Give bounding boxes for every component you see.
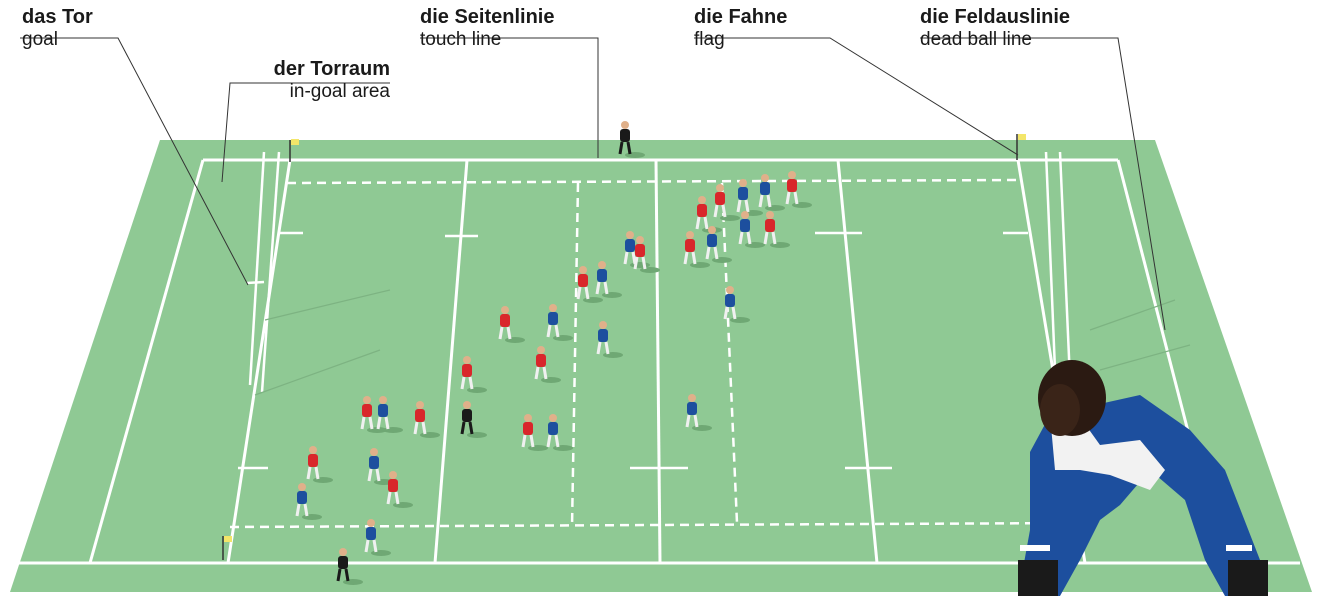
label-in-goal-de: der Torraum bbox=[273, 58, 390, 80]
flag-icon bbox=[1018, 134, 1026, 140]
player-figure bbox=[685, 394, 712, 431]
player-figure bbox=[633, 236, 660, 273]
label-flag: die Fahne flag bbox=[694, 6, 787, 51]
label-touch-line-en: touch line bbox=[420, 29, 502, 50]
player-figure bbox=[758, 174, 785, 211]
try-line-left bbox=[226, 159, 292, 564]
10m-line-left bbox=[570, 182, 580, 528]
label-flag-en: flag bbox=[694, 29, 725, 50]
players bbox=[295, 121, 812, 585]
player-figure bbox=[713, 184, 740, 221]
player-figure bbox=[763, 211, 790, 248]
player-figure bbox=[306, 446, 333, 483]
22m-line-left bbox=[433, 159, 469, 564]
player-figure bbox=[413, 401, 440, 438]
player-figure bbox=[695, 196, 722, 233]
player-figure bbox=[360, 396, 387, 433]
label-touch-line-de: die Seitenlinie bbox=[420, 6, 555, 28]
22m-line-right bbox=[836, 159, 879, 564]
player-figure bbox=[738, 211, 765, 248]
player-figure bbox=[546, 414, 573, 451]
player-figure bbox=[460, 356, 487, 393]
player-figure bbox=[546, 304, 573, 341]
label-dead-ball-line-en: dead ball line bbox=[920, 29, 1032, 50]
player-figure bbox=[723, 286, 750, 323]
label-in-goal-en: in-goal area bbox=[289, 81, 390, 102]
halfway-line bbox=[654, 159, 662, 564]
field-surface bbox=[10, 140, 1312, 592]
player-figure bbox=[364, 519, 391, 556]
10m-line-right bbox=[720, 182, 739, 524]
label-goal: das Tor goal bbox=[22, 6, 93, 51]
player-figure bbox=[683, 231, 710, 268]
player-figure bbox=[498, 306, 525, 343]
goal-posts-right bbox=[1044, 151, 1191, 381]
label-goal-de: das Tor bbox=[22, 6, 93, 28]
player-figure bbox=[386, 471, 413, 508]
player-figure bbox=[336, 548, 363, 585]
player-figure bbox=[376, 396, 403, 433]
player-figure bbox=[521, 414, 548, 451]
corner-flags bbox=[222, 134, 1026, 560]
label-goal-en: goal bbox=[22, 29, 58, 50]
hash-marks bbox=[238, 231, 1028, 470]
player-figure bbox=[595, 261, 622, 298]
dead-ball-line-left bbox=[88, 159, 205, 564]
player-figure bbox=[576, 266, 603, 303]
player-figure bbox=[596, 321, 623, 358]
player-figure bbox=[785, 171, 812, 208]
player-figure bbox=[705, 226, 732, 263]
player-figure bbox=[618, 121, 645, 158]
label-dead-ball-line: die Feldauslinie dead ball line bbox=[920, 6, 1070, 51]
goal-posts-left bbox=[246, 151, 391, 396]
player-figure bbox=[460, 401, 487, 438]
5m-line-far bbox=[286, 178, 1021, 185]
leader-lines bbox=[20, 37, 1166, 331]
label-flag-de: die Fahne bbox=[694, 6, 788, 28]
foreground-player-figure bbox=[1018, 360, 1268, 596]
flag-icon bbox=[224, 536, 232, 542]
label-dead-ball-line-de: die Feldauslinie bbox=[920, 6, 1071, 28]
player-figure bbox=[295, 483, 322, 520]
player-figure bbox=[534, 346, 561, 383]
flag-icon bbox=[291, 139, 299, 145]
label-in-goal-area: der Torraum in-goal area bbox=[240, 58, 390, 103]
label-touch-line: die Seitenlinie touch line bbox=[420, 6, 554, 51]
